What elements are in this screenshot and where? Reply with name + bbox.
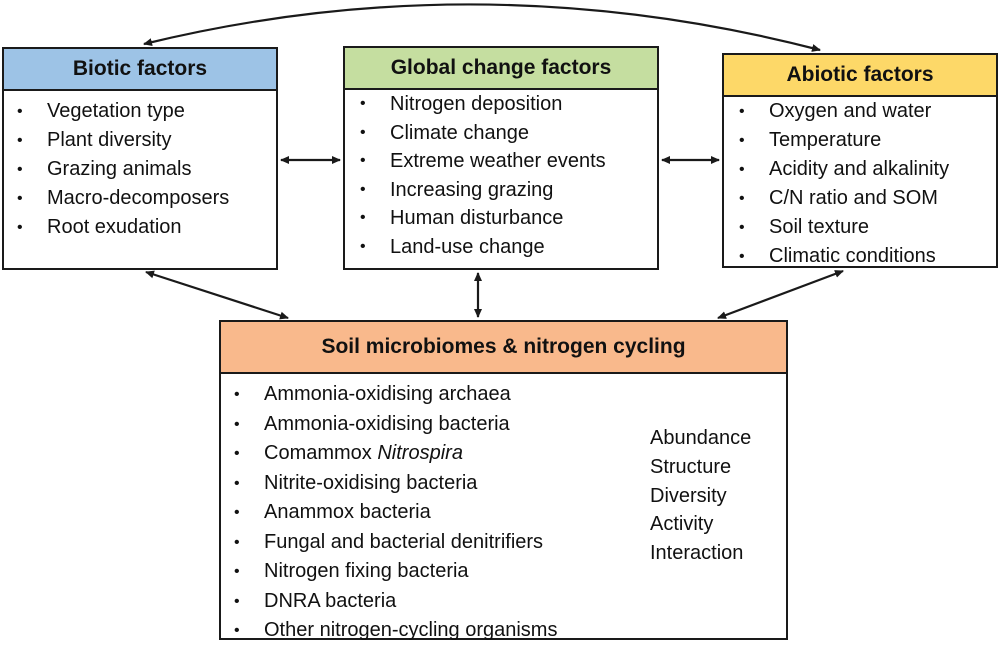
list-item: Human disturbance [360,204,657,233]
metric-diversity: Diversity [650,484,727,507]
list-item: Acidity and alkalinity [739,155,996,184]
global-change-factors-title: Global change factors [345,48,657,90]
soil-microbiomes-box: Soil microbiomes & nitrogen cycling Ammo… [219,320,788,645]
list-item: Macro-decomposers [17,184,276,213]
list-item: DNRA bacteria [234,587,786,617]
list-item: Vegetation type [17,97,276,126]
list-item: C/N ratio and SOM [739,184,996,213]
biotic-factors-list: Vegetation type Plant diversity Grazing … [4,91,276,242]
abiotic-factors-list: Oxygen and water Temperature Acidity and… [724,97,996,271]
metric-activity: Activity [650,513,714,536]
arrow-biotic-abiotic-curve [143,3,821,52]
metric-structure: Structure [650,455,732,478]
abiotic-factors-box: Abiotic factors Oxygen and water Tempera… [722,53,998,271]
list-item: Climate change [360,119,657,148]
list-item: Soil texture [739,213,996,242]
nitrospira-italic-label: Nitrospira [377,442,463,464]
biotic-factors-title: Biotic factors [4,49,276,91]
list-item: Nitrogen deposition [360,90,657,119]
list-item: Anammox bacteria [234,498,786,528]
list-item: Land-use change [360,233,657,262]
list-item: Nitrite-oxidising bacteria [234,469,786,499]
list-item: Grazing animals [17,155,276,184]
metric-interaction: Interaction [650,542,744,565]
list-item: Extreme weather events [360,147,657,176]
list-item: Increasing grazing [360,176,657,205]
list-item: Root exudation [17,213,276,242]
list-item: Ammonia-oxidising archaea [234,380,786,410]
soil-microbiomes-list: Ammonia-oxidising archaea Ammonia-oxidis… [221,374,786,646]
abiotic-factors-title: Abiotic factors [724,55,996,97]
list-item: Other nitrogen-cycling organisms [234,616,786,646]
list-item-comammox: Comammox Nitrospira [234,439,786,469]
global-change-factors-list: Nitrogen deposition Climate change Extre… [345,90,657,261]
list-item: Nitrogen fixing bacteria [234,557,786,587]
list-item: Plant diversity [17,126,276,155]
comammox-label: Comammox [264,442,372,464]
metrics-list: Abundance Structure Diversity Activity I… [650,424,751,568]
list-item: Climatic conditions [739,242,996,271]
arrow-abiotic-soil [717,269,844,320]
list-item: Fungal and bacterial denitrifiers [234,528,786,558]
global-change-factors-box: Global change factors Nitrogen depositio… [343,46,659,270]
metric-abundance: Abundance [650,427,752,449]
arrow-biotic-soil [145,270,289,320]
list-item: Temperature [739,126,996,155]
soil-microbiomes-title: Soil microbiomes & nitrogen cycling [221,322,786,374]
biotic-factors-box: Biotic factors Vegetation type Plant div… [2,47,278,270]
list-item: Oxygen and water [739,97,996,126]
list-item: Ammonia-oxidising bacteria [234,410,786,440]
